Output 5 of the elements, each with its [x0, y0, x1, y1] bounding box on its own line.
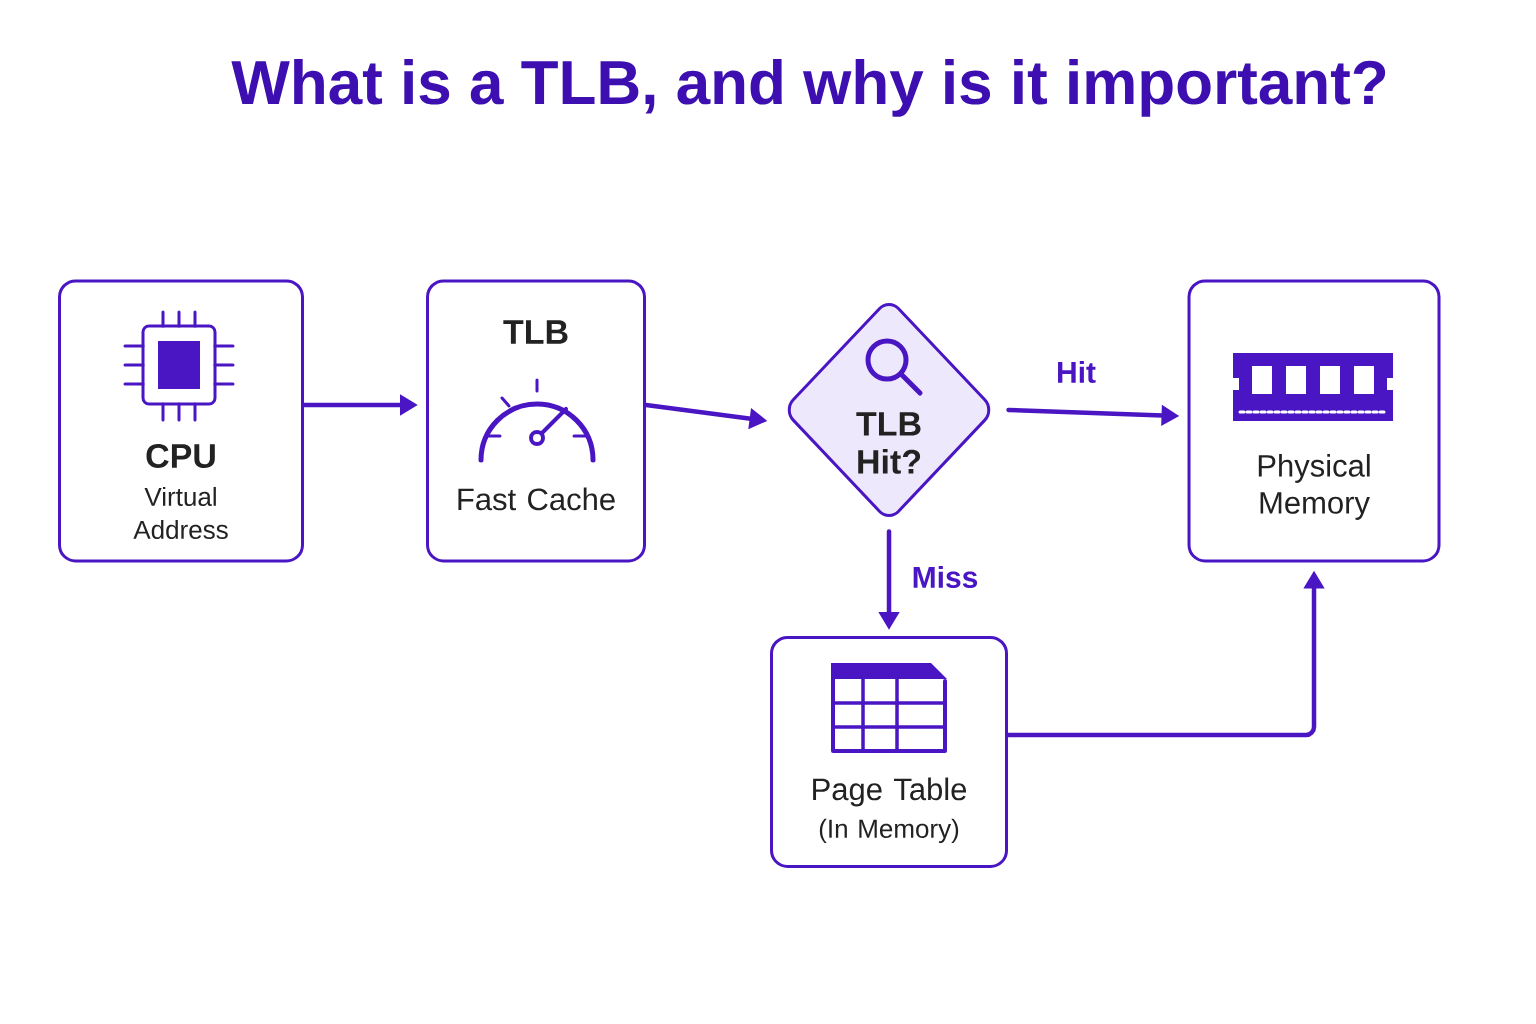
edge-label: Hit — [1054, 359, 1098, 385]
title: What is a TLB, and why is it important? — [231, 59, 1386, 117]
process-box: CPU Virtual Address — [58, 279, 304, 563]
process-box: TLB Fast Cache — [426, 279, 646, 563]
process-box: Page Table (In Memory) — [770, 636, 1008, 868]
